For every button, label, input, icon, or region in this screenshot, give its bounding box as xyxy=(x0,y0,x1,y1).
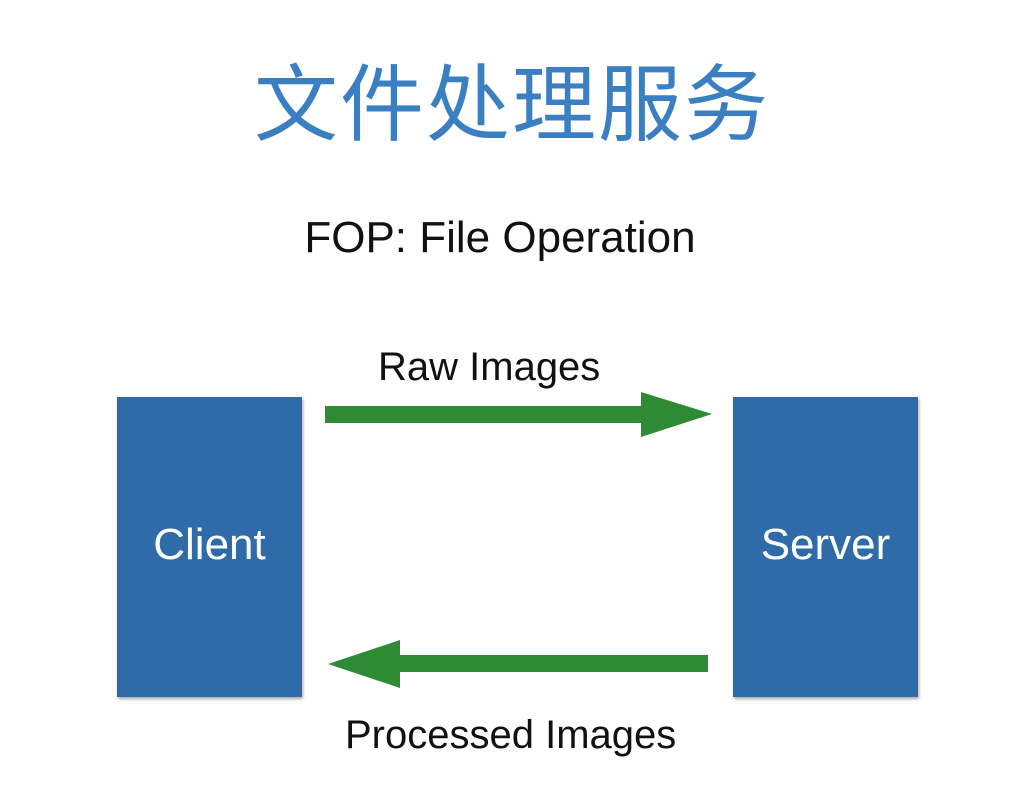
server-label: Server xyxy=(760,520,891,569)
raw-images-label: Raw Images xyxy=(378,345,601,389)
arrow-raw-head xyxy=(641,392,712,437)
processed-images-label: Processed Images xyxy=(345,713,677,757)
client-label: Client xyxy=(153,520,266,569)
page-subtitle: FOP: File Operation xyxy=(304,213,696,262)
page-title: 文件处理服务 xyxy=(253,56,770,154)
server-box: Server xyxy=(733,397,918,697)
arrow-processed-images xyxy=(328,640,708,688)
arrow-raw-shaft xyxy=(325,406,665,423)
arrow-processed-shaft xyxy=(370,655,708,672)
arrow-processed-head xyxy=(328,640,400,688)
arrow-raw-images xyxy=(325,392,712,437)
client-box: Client xyxy=(117,397,302,697)
